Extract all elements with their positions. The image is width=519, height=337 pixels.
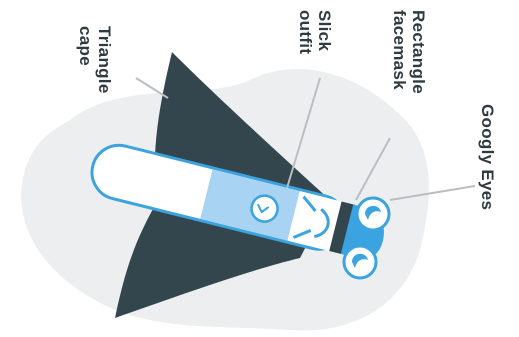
facemask-label-line-2: facemask: [390, 10, 409, 94]
cape-label-line-1: Triangle: [95, 26, 114, 94]
cape-label: Triangle cape: [76, 26, 114, 94]
eyes-label: Googly Eyes: [478, 104, 497, 210]
left-eye: [357, 198, 389, 230]
outfit-label: Slick outfit: [296, 10, 334, 54]
outfit-label-line-2: outfit: [296, 10, 315, 54]
cape-label-line-2: cape: [76, 26, 95, 94]
facemask-label: Rectangle facemask: [390, 10, 428, 94]
facemask-label-line-1: Rectangle: [409, 10, 428, 94]
outfit-label-line-1: Slick: [315, 10, 334, 54]
eyes-label-line-1: Googly Eyes: [478, 104, 497, 210]
right-eye: [344, 246, 376, 278]
